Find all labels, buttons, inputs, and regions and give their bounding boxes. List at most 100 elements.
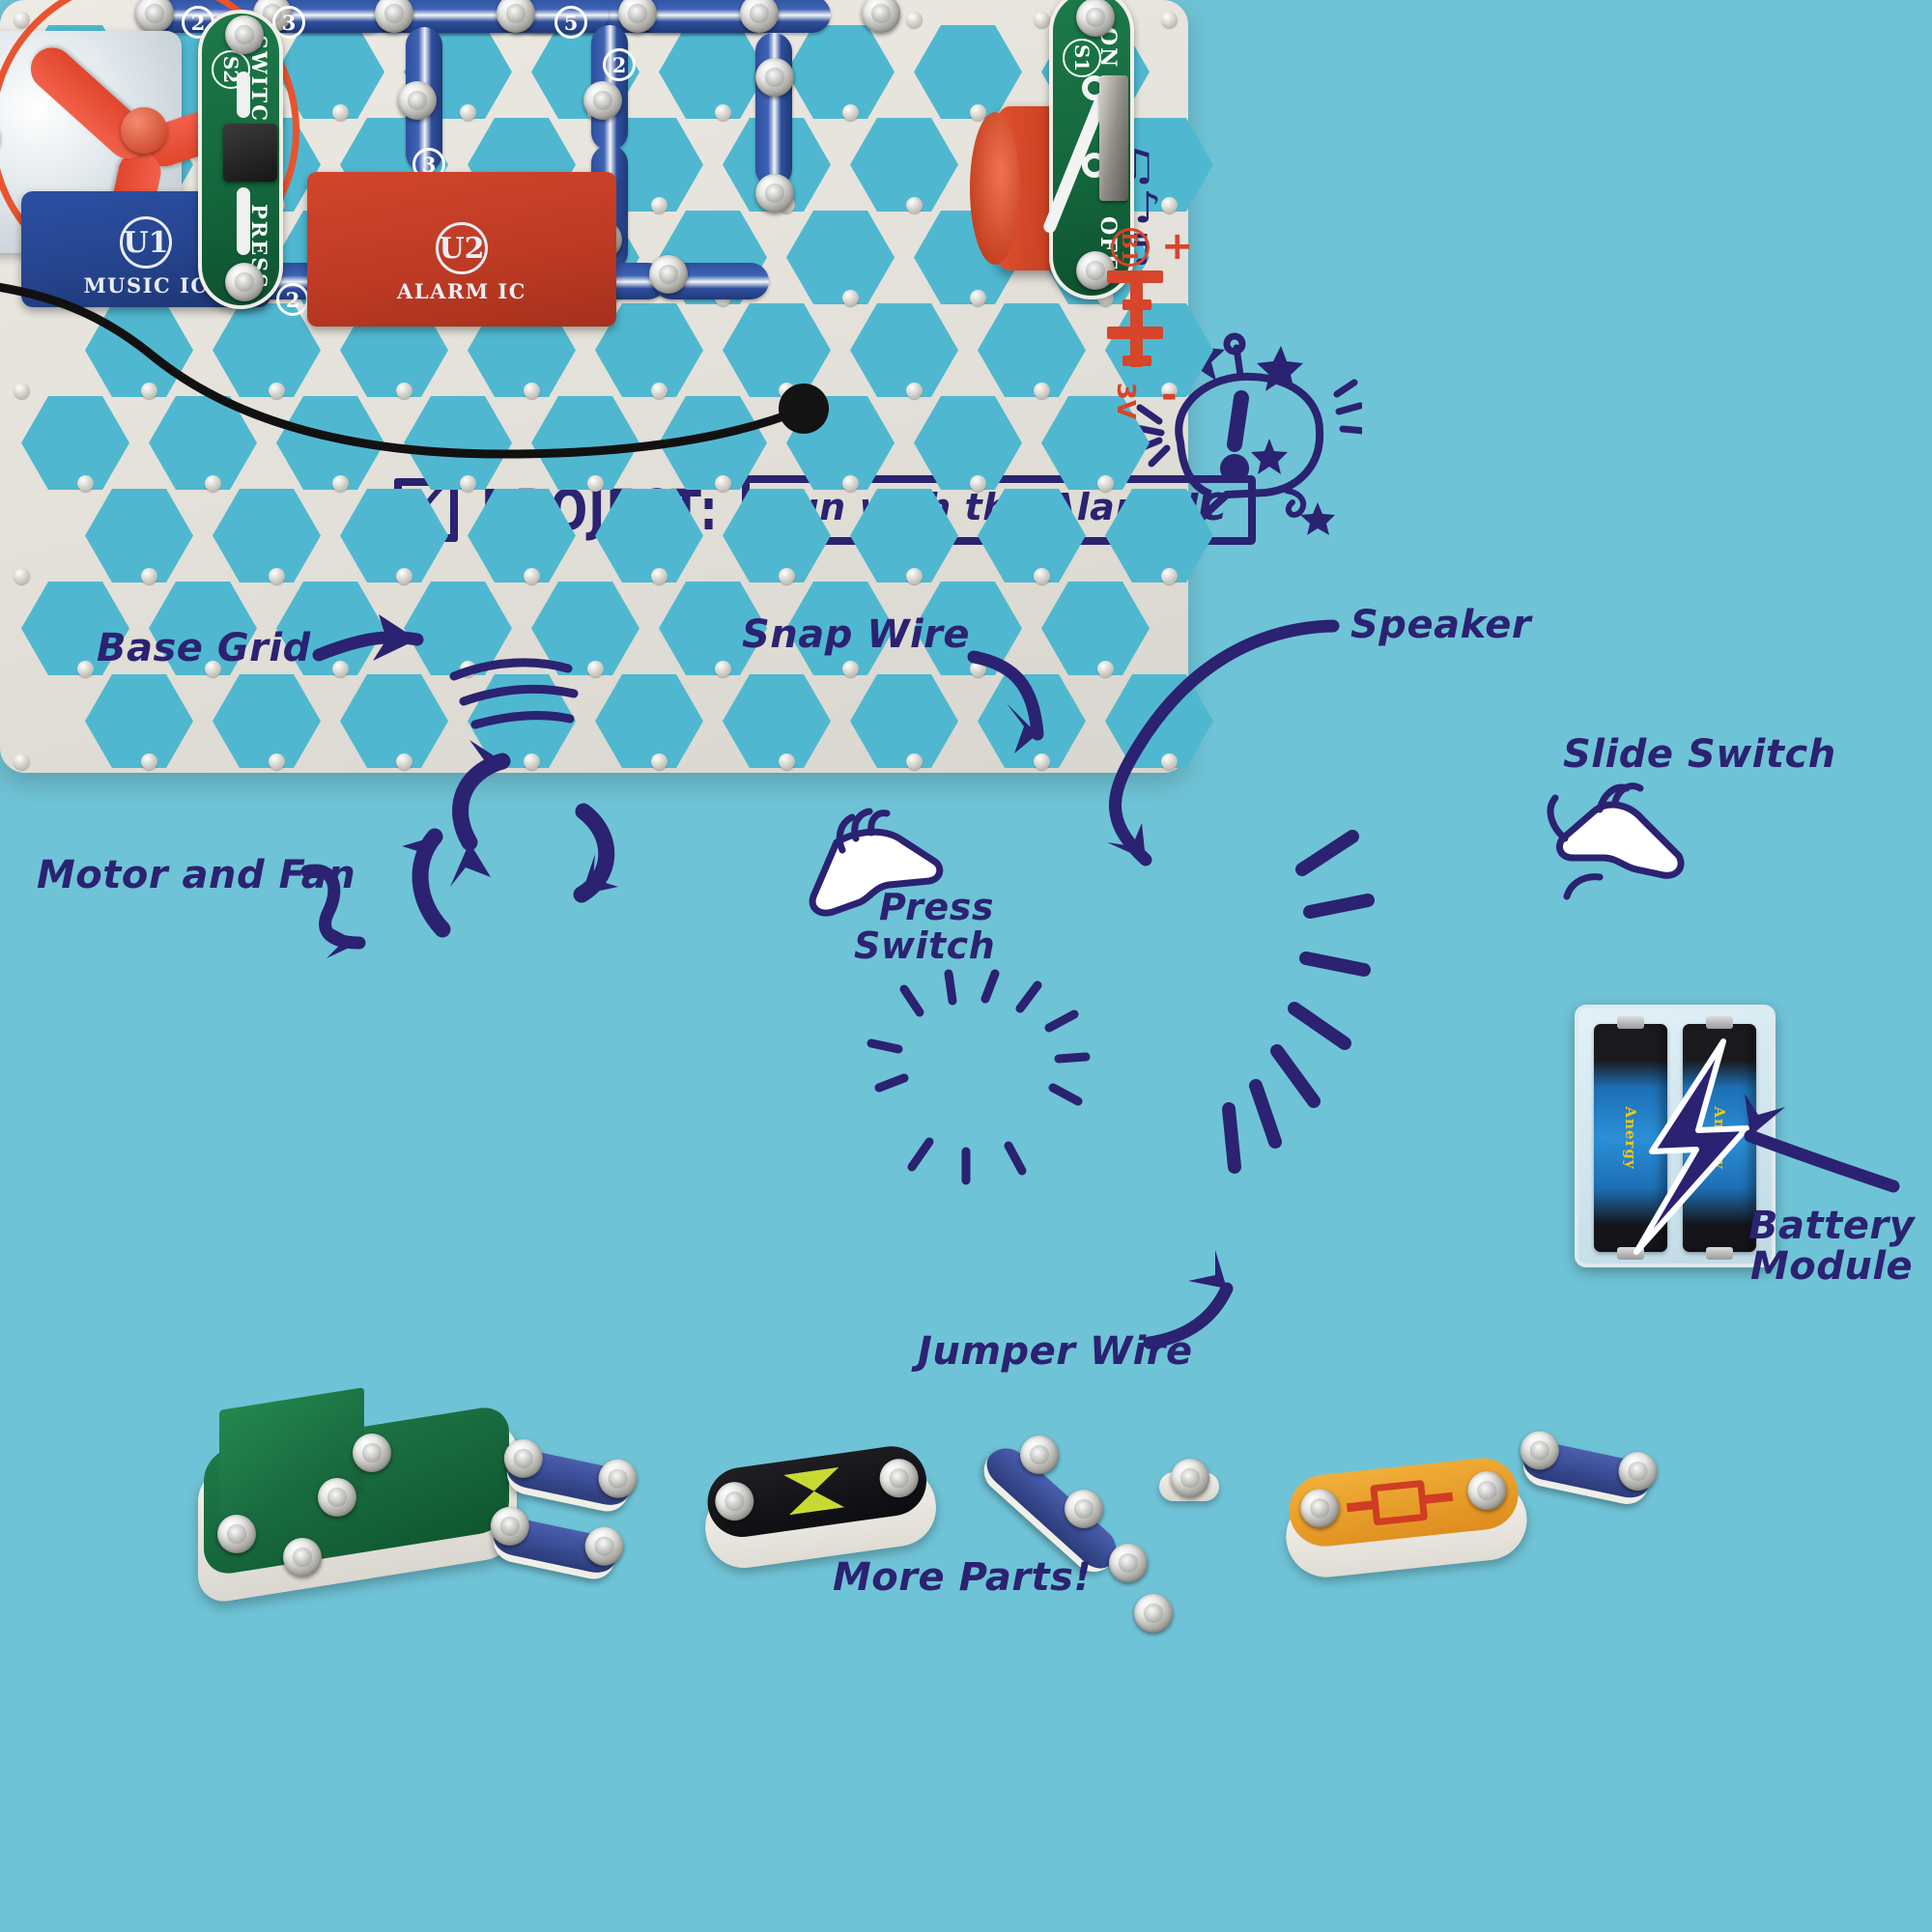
press-switch-snap-bottom[interactable] <box>225 263 264 301</box>
grid-stud[interactable] <box>332 475 349 492</box>
grid-stud[interactable] <box>779 568 795 584</box>
grid-stud[interactable] <box>715 661 731 677</box>
slide-switch-snap-top[interactable] <box>1076 0 1115 37</box>
grid-stud[interactable] <box>205 661 221 677</box>
snap-part-end-b[interactable] <box>594 1455 641 1502</box>
snap-connector-button[interactable] <box>755 174 794 213</box>
long-part-snap-4[interactable] <box>1134 1594 1173 1633</box>
grid-stud[interactable] <box>14 383 30 399</box>
grid-stud[interactable] <box>396 383 412 399</box>
grid-hex-hole <box>723 674 831 768</box>
snap-connector-button[interactable] <box>618 0 657 33</box>
grid-stud[interactable] <box>1161 568 1178 584</box>
grid-stud[interactable] <box>1034 383 1050 399</box>
grid-stud[interactable] <box>396 568 412 584</box>
green-part-snap-1[interactable] <box>217 1515 256 1553</box>
snap-connector-button[interactable] <box>740 0 779 33</box>
snap-part-end-a[interactable] <box>1517 1427 1563 1474</box>
grid-stud[interactable] <box>970 104 986 121</box>
long-snap-wire-part[interactable] <box>975 1435 1208 1633</box>
grid-stud[interactable] <box>269 568 285 584</box>
grid-stud[interactable] <box>779 753 795 770</box>
grid-stud[interactable] <box>906 753 923 770</box>
grid-stud[interactable] <box>587 475 604 492</box>
grid-stud[interactable] <box>396 753 412 770</box>
grid-stud[interactable] <box>842 661 859 677</box>
blue-snap-wire-part[interactable] <box>500 1435 641 1516</box>
grid-stud[interactable] <box>651 753 668 770</box>
green-part-snap-2[interactable] <box>283 1538 322 1577</box>
grid-stud[interactable] <box>587 661 604 677</box>
grid-stud[interactable] <box>141 568 157 584</box>
snap-connector-button[interactable] <box>583 81 622 120</box>
grid-stud[interactable] <box>332 104 349 121</box>
grid-stud[interactable] <box>842 475 859 492</box>
grid-stud[interactable] <box>1034 753 1050 770</box>
grid-stud[interactable] <box>524 753 540 770</box>
snap-part-end-b[interactable] <box>581 1522 628 1570</box>
grid-stud[interactable] <box>332 661 349 677</box>
alarm-ic-module[interactable]: U2 ALARM IC <box>307 172 616 327</box>
long-part-snap-3[interactable] <box>1109 1544 1148 1582</box>
slide-switch-snap-bottom[interactable] <box>1076 251 1115 290</box>
grid-stud[interactable] <box>524 568 540 584</box>
grid-stud[interactable] <box>651 197 668 213</box>
grid-stud[interactable] <box>269 753 285 770</box>
blue-snap-wire-part[interactable] <box>1517 1427 1662 1509</box>
grid-stud[interactable] <box>205 475 221 492</box>
grid-stud[interactable] <box>906 383 923 399</box>
slide-switch-actuator[interactable] <box>1099 75 1128 201</box>
grid-stud[interactable] <box>77 475 94 492</box>
snap-connector-button[interactable] <box>497 0 535 33</box>
single-part-snap[interactable] <box>1171 1459 1209 1497</box>
grid-stud[interactable] <box>1034 568 1050 584</box>
snap-connector-button[interactable] <box>649 255 688 294</box>
grid-stud[interactable] <box>141 383 157 399</box>
snap-connector-button[interactable] <box>375 0 413 33</box>
green-part-snap-4[interactable] <box>353 1434 391 1472</box>
green-part-snap-3[interactable] <box>318 1478 356 1517</box>
grid-stud[interactable] <box>14 568 30 584</box>
grid-stud[interactable] <box>651 383 668 399</box>
snap-connector-button[interactable] <box>755 58 794 97</box>
green-module-part[interactable] <box>198 1387 517 1606</box>
grid-stud[interactable] <box>14 753 30 770</box>
grid-stud[interactable] <box>715 475 731 492</box>
grid-stud[interactable] <box>1161 12 1178 28</box>
grid-stud[interactable] <box>842 104 859 121</box>
jumper-wire[interactable] <box>0 0 1188 773</box>
battery-module[interactable]: Anergy Anergy <box>1575 1005 1776 1267</box>
press-switch-button[interactable] <box>223 124 277 182</box>
press-switch-snap-top[interactable] <box>225 15 264 54</box>
slide-switch-module[interactable]: S1 ON OFF <box>1041 0 1134 299</box>
grid-stud[interactable] <box>1097 475 1114 492</box>
grid-stud[interactable] <box>651 568 668 584</box>
grid-stud[interactable] <box>524 383 540 399</box>
grid-stud[interactable] <box>1161 383 1178 399</box>
long-part-snap-1[interactable] <box>1020 1435 1059 1474</box>
grid-stud[interactable] <box>14 12 30 28</box>
snap-part-end-b[interactable] <box>1614 1448 1662 1494</box>
snap-wire-segment[interactable] <box>638 0 831 33</box>
black-module-part[interactable] <box>697 1441 942 1574</box>
orange-module-part[interactable] <box>1280 1454 1531 1585</box>
long-part-snap-2[interactable] <box>1065 1490 1103 1528</box>
grid-stud[interactable] <box>269 383 285 399</box>
grid-stud[interactable] <box>1161 197 1178 213</box>
grid-stud[interactable] <box>141 753 157 770</box>
grid-stud[interactable] <box>460 475 476 492</box>
snap-connector-button[interactable] <box>398 81 437 120</box>
grid-stud[interactable] <box>842 290 859 306</box>
grid-stud[interactable] <box>970 475 986 492</box>
snap-connector-button[interactable] <box>862 0 900 33</box>
grid-stud[interactable] <box>906 197 923 213</box>
grid-stud[interactable] <box>1034 12 1050 28</box>
grid-stud[interactable] <box>906 568 923 584</box>
grid-stud[interactable] <box>460 104 476 121</box>
base-grid-board[interactable]: /* holes drawn by init script */ 2352322 <box>0 0 1213 773</box>
press-switch-module[interactable]: S2 SWITCH PRESS <box>198 10 283 309</box>
grid-stud[interactable] <box>906 12 923 28</box>
grid-stud[interactable] <box>970 290 986 306</box>
grid-stud[interactable] <box>77 661 94 677</box>
grid-stud[interactable] <box>715 104 731 121</box>
